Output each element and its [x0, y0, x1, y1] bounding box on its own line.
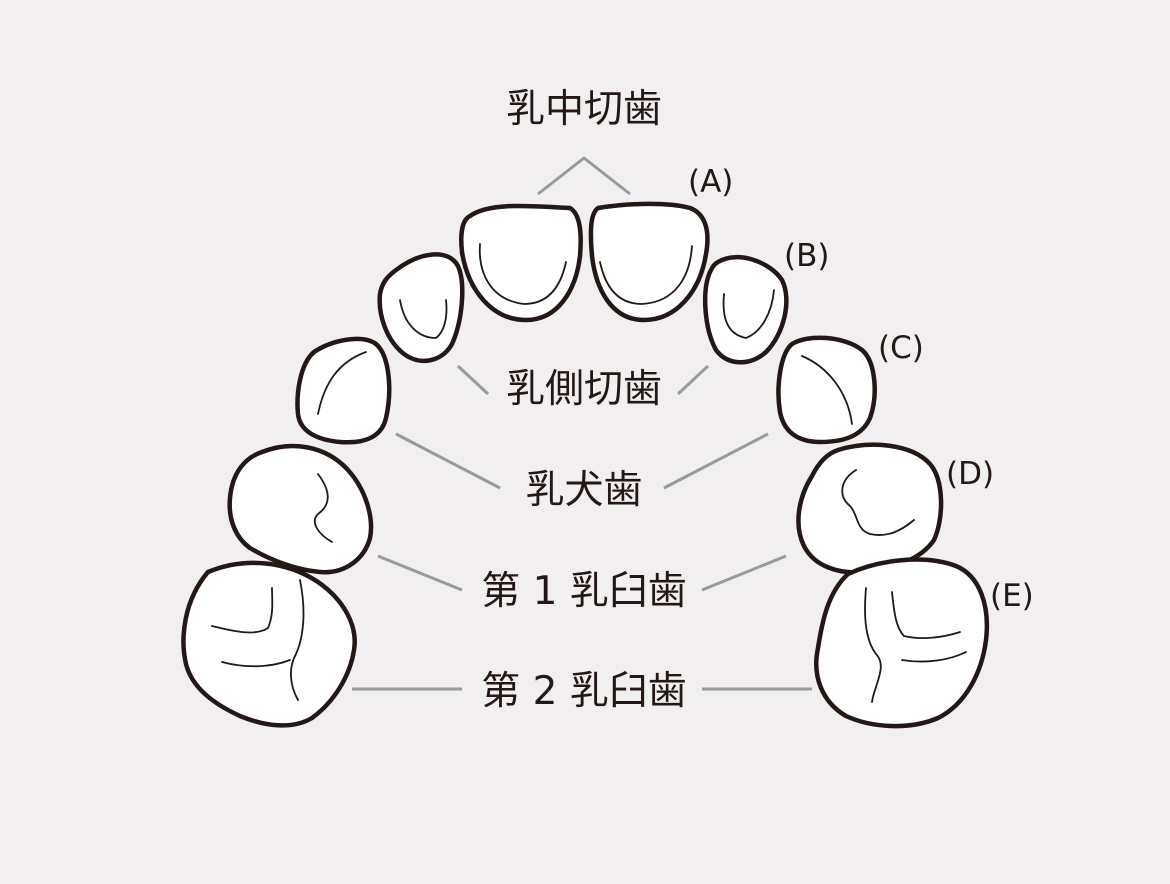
leader-lateral-incisor-right — [456, 364, 490, 396]
leader-central-incisor — [537, 156, 631, 196]
tooth-lateral-incisor-left — [702, 255, 789, 365]
letter-d: (D) — [946, 456, 994, 492]
letter-a: (A) — [688, 164, 733, 200]
tooth-central-incisor-right — [459, 203, 583, 323]
tooth-central-incisor-left — [588, 201, 710, 323]
tooth-first-molar-left — [796, 442, 944, 575]
tooth-second-molar-left — [814, 557, 990, 729]
letter-b: (B) — [784, 238, 829, 274]
leader-first-molar-left — [701, 554, 787, 592]
leader-canine-left — [663, 432, 769, 490]
leader-first-molar-right — [377, 554, 463, 592]
label-lateral-incisor: 乳側切歯 — [506, 367, 662, 412]
tooth-canine-left — [776, 335, 877, 445]
label-first-molar: 第 1 乳臼歯 — [481, 569, 687, 614]
leader-lines — [352, 156, 812, 691]
letter-e: (E) — [990, 578, 1034, 614]
tooth-second-molar-right — [181, 560, 357, 728]
tooth-first-molar-right — [227, 443, 374, 575]
leader-canine-right — [395, 432, 501, 490]
tooth-lateral-incisor-right — [377, 252, 465, 364]
leader-lateral-incisor-left — [676, 364, 710, 396]
letter-c: (C) — [878, 330, 924, 366]
tooth-canine-right — [295, 336, 392, 445]
label-second-molar: 第 2 乳臼歯 — [481, 669, 687, 714]
label-canine: 乳犬歯 — [525, 468, 642, 513]
label-central-incisor: 乳中切歯 — [506, 87, 662, 132]
